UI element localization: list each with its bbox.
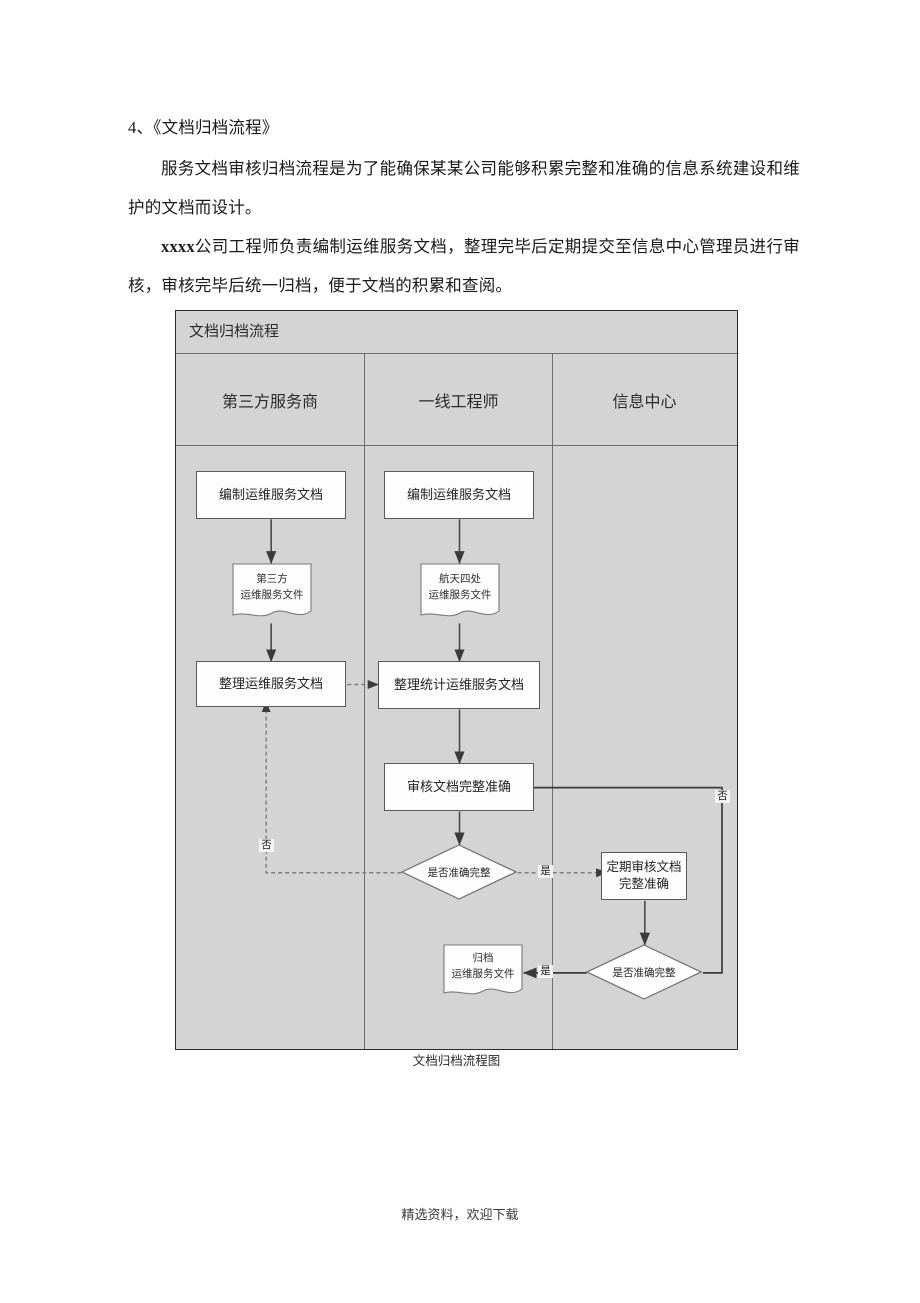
edge-label-no-right: 否 — [715, 790, 730, 803]
flowchart-title-bar: 文档归档流程 — [176, 311, 737, 354]
lane-divider-2 — [552, 446, 553, 1049]
lane-divider-1 — [364, 446, 365, 1049]
lane-header-third-party: 第三方服务商 — [221, 393, 318, 411]
node-label: 整理统计运维服务文档 — [393, 677, 524, 693]
node-hangtian-ops-file[interactable]: 航天四处 运维服务文件 — [420, 563, 500, 625]
node-decision-accurate-complete-1[interactable]: 是否准确完整 — [401, 844, 517, 900]
node-third-party-ops-file[interactable]: 第三方 运维服务文件 — [232, 563, 312, 625]
node-label: 整理运维服务文档 — [218, 676, 323, 692]
node-archive-ops-file[interactable]: 归档 运维服务文件 — [443, 944, 523, 1002]
node-compile-ops-doc-third-party[interactable]: 编制运维服务文档 — [196, 471, 346, 519]
flowchart-connectors — [261, 519, 723, 979]
flowchart-caption: 文档归档流程图 — [412, 1054, 501, 1068]
node-label: 是否准确完整 — [427, 867, 491, 879]
node-label: 是否准确完整 — [612, 967, 676, 979]
section-heading: 4、《文档归档流程》 — [128, 118, 279, 137]
flowchart-canvas: 编制运维服务文档 第三方 运维服务文件 整理运维服务文档 编制运维服务文档 航天… — [176, 311, 737, 1049]
paragraph-2: xxxx公司工程师负责编制运维服务文档，整理完毕后定期提交至信息中心管理员进行审… — [128, 227, 800, 305]
page-footer: 精选资料，欢迎下载 — [401, 1207, 519, 1222]
diamond-shape-icon — [586, 944, 702, 1000]
node-label: 第三方 运维服务文件 — [240, 574, 304, 601]
edge-label-yes-middle: 是 — [538, 865, 553, 878]
node-label: 审核文档完整准确 — [406, 779, 511, 795]
node-label-line1: 定期审核文档 — [606, 860, 682, 875]
node-label-line2: 完整准确 — [618, 877, 669, 891]
lane-header-information-center: 信息中心 — [552, 354, 736, 445]
node-label: 航天四处 运维服务文件 — [428, 574, 492, 601]
document-shape-icon — [420, 563, 500, 617]
paragraph-2-body: 公司工程师负责编制运维服务文档，整理完毕后定期提交至信息中心管理员进行审核，审核… — [128, 237, 800, 295]
document-shape-icon — [443, 944, 523, 995]
node-review-doc-complete-accurate[interactable]: 审核文档完整准确 — [384, 763, 534, 811]
lane-header-row: 第三方服务商 一线工程师 信息中心 — [176, 354, 737, 446]
node-organize-statistics-ops-doc[interactable]: 整理统计运维服务文档 — [378, 661, 540, 709]
node-label: 编制运维服务文档 — [406, 487, 511, 503]
document-shape-icon — [232, 563, 312, 617]
node-label: 归档 运维服务文件 — [451, 953, 515, 980]
node-organize-ops-doc[interactable]: 整理运维服务文档 — [196, 661, 346, 707]
node-decision-accurate-complete-2[interactable]: 是否准确完整 — [586, 944, 702, 1000]
node-label: 编制运维服务文档 — [218, 487, 323, 503]
edge-label-yes-bottom: 是 — [538, 965, 553, 978]
flowchart-container: 文档归档流程 第三方服务商 一线工程师 信息中心 — [175, 310, 738, 1050]
paragraph-1: 服务文档审核归档流程是为了能确保某某公司能够积累完整和准确的信息系统建设和维护的… — [128, 159, 800, 217]
lane-header-frontline-engineer: 一线工程师 — [364, 354, 552, 445]
diamond-shape-icon — [401, 844, 517, 900]
edge-label-no-left: 否 — [259, 839, 274, 852]
node-compile-ops-doc-engineer[interactable]: 编制运维服务文档 — [384, 471, 534, 519]
paragraph-2-prefix: xxxx — [161, 237, 195, 256]
flowchart-title: 文档归档流程 — [189, 324, 280, 340]
document-text-block: 4、《文档归档流程》 服务文档审核归档流程是为了能确保某某公司能够积累完整和准确… — [128, 108, 800, 305]
node-periodic-review-doc[interactable]: 定期审核文档 完整准确 — [601, 852, 687, 900]
